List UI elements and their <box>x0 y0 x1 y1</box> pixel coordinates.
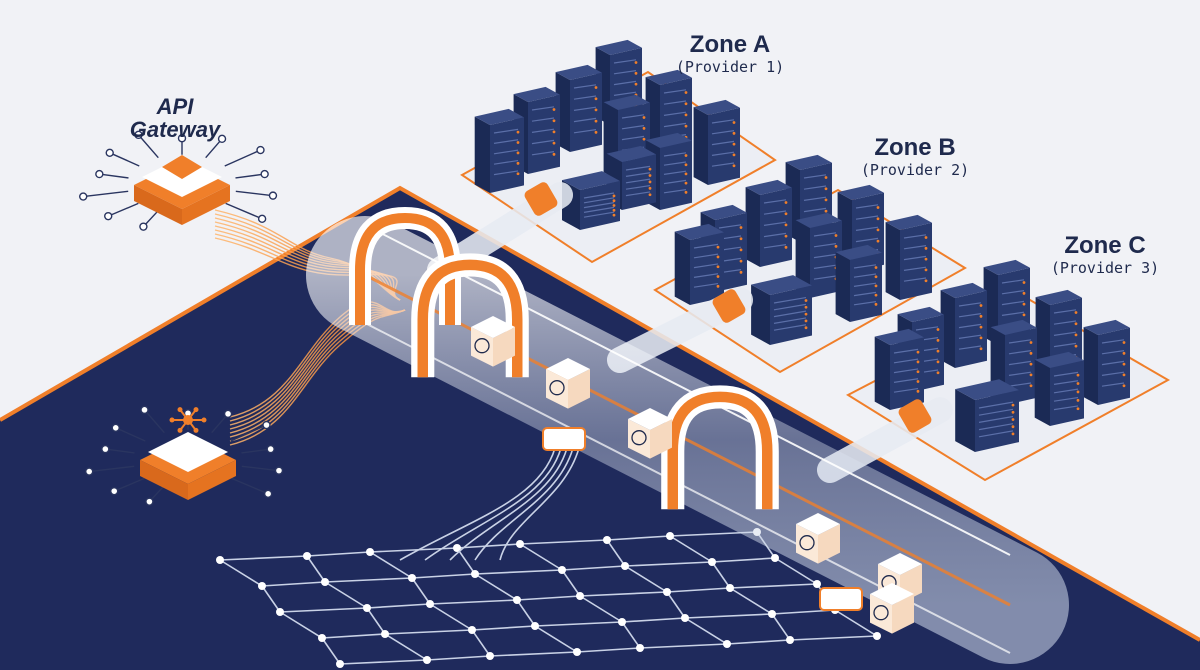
zone-a-servers <box>474 39 740 230</box>
zone-c-provider: (Provider 3) <box>1050 259 1160 278</box>
processing-modules <box>471 316 922 634</box>
pipe-arches <box>349 206 779 510</box>
api-gateway-label: API Gateway <box>120 95 230 141</box>
zone-a-provider: (Provider 1) <box>675 58 785 77</box>
gateway-label-line1: API <box>156 94 194 119</box>
api-gateway-chip <box>79 130 278 231</box>
edge-gateway-chip <box>85 405 284 506</box>
platform-orange-edge <box>0 185 1200 642</box>
zone-b-servers <box>674 154 932 345</box>
zone-a-name: Zone A <box>689 31 771 58</box>
zone-c-label: Zone C (Provider 3) <box>1040 233 1170 277</box>
zone-b-name: Zone B <box>874 134 956 161</box>
zone-b-provider: (Provider 2) <box>860 161 970 180</box>
zone-c-name: Zone C <box>1064 232 1146 259</box>
zone-c-servers <box>874 259 1130 452</box>
platform-connectors <box>542 427 863 611</box>
gateway-label-line2: Gateway <box>129 117 221 143</box>
zone-b-label: Zone B (Provider 2) <box>850 135 980 179</box>
zone-a-label: Zone A (Provider 1) <box>665 32 795 76</box>
